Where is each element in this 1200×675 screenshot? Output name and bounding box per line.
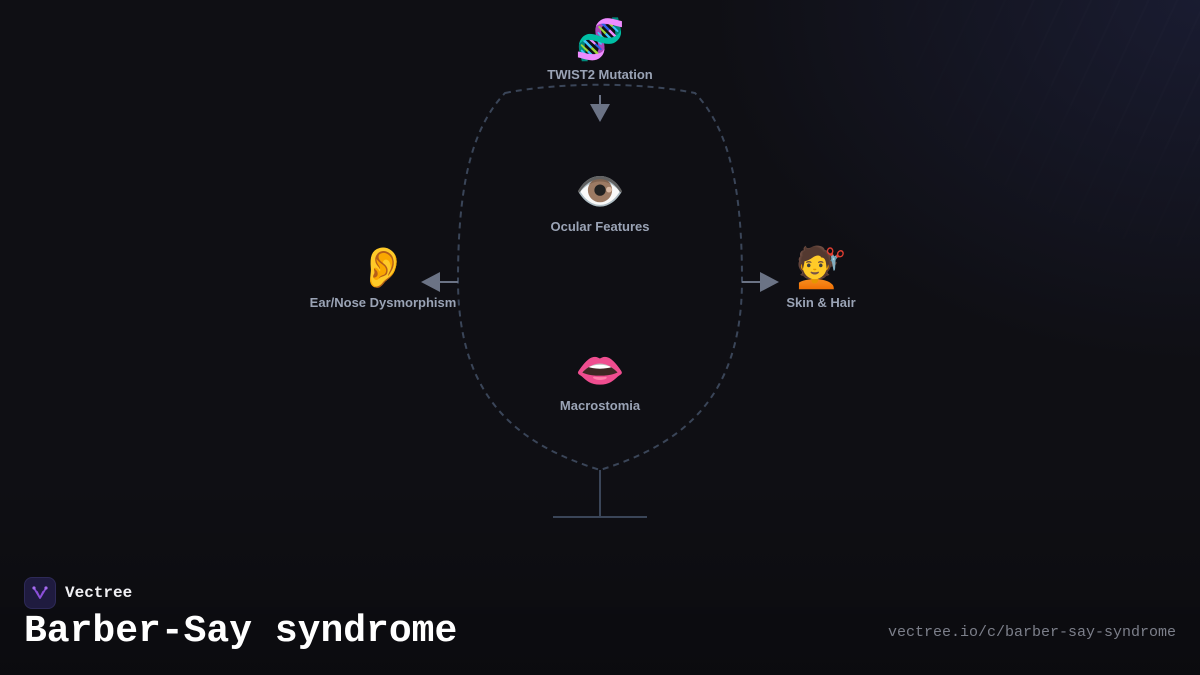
node-ear-nose-dysmorphism[interactable]: 👂 Ear/Nose Dysmorphism [310, 245, 457, 310]
node-label: Ear/Nose Dysmorphism [309, 295, 457, 310]
node-label: Skin & Hair [786, 295, 856, 310]
page-url[interactable]: vectree.io/c/barber-say-syndrome [887, 624, 1176, 641]
arrowhead-down [590, 104, 610, 122]
brand[interactable]: Vectree [24, 577, 132, 609]
haircut-icon: 💇 [796, 245, 846, 291]
node-twist2-mutation[interactable]: 🧬 TWIST2 Mutation [547, 17, 652, 82]
brand-name: Vectree [65, 584, 133, 602]
node-macrostomia[interactable]: 👄 Macrostomia [560, 348, 640, 413]
mouth-icon: 👄 [575, 348, 625, 394]
page-title: Barber-Say syndrome [24, 610, 458, 653]
vectree-logo-icon [24, 577, 56, 609]
arrowhead-left [421, 272, 440, 292]
arrowhead-right [760, 272, 779, 292]
dna-icon: 🧬 [575, 17, 625, 63]
wine-glass-outline [456, 83, 744, 472]
edge-ocular-ear [421, 272, 458, 292]
node-label: Macrostomia [559, 398, 641, 413]
eye-icon: 👁️ [575, 169, 625, 215]
edge-twist2-ocular [590, 95, 610, 122]
node-label: TWIST2 Mutation [547, 67, 653, 82]
edge-ocular-skin [742, 272, 779, 292]
node-skin-hair[interactable]: 💇 Skin & Hair [786, 245, 855, 310]
node-label: Ocular Features [550, 219, 650, 234]
node-ocular-features[interactable]: 👁️ Ocular Features [551, 169, 650, 234]
ear-icon: 👂 [358, 245, 408, 291]
